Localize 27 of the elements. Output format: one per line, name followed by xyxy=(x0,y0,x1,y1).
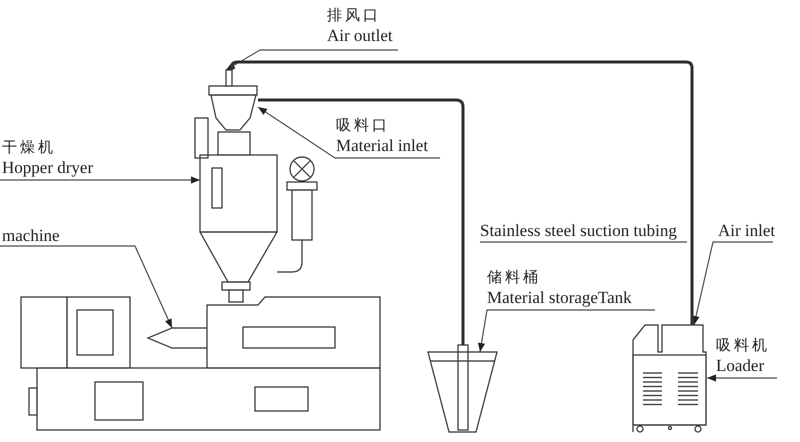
callout-label: Air outlet xyxy=(327,26,394,46)
callout-label: Hopper dryer xyxy=(2,158,94,178)
hopper-loader-drawing xyxy=(207,70,258,132)
callout-label: Stainless steel suction tubing xyxy=(480,221,678,241)
callout-label: 储料桶 xyxy=(487,268,542,288)
loader-drawing xyxy=(632,325,707,433)
callout-label: 吸料机 xyxy=(716,336,771,356)
callout-label: machine xyxy=(2,226,61,246)
storage-tank-drawing xyxy=(428,345,497,432)
callout-label: Material inlet xyxy=(336,136,430,156)
leader-arrow xyxy=(258,106,440,158)
leader-arrow xyxy=(226,50,398,70)
callout-label: 吸料口 xyxy=(336,116,391,136)
pipe xyxy=(258,98,464,345)
callout-label: Air inlet xyxy=(718,221,776,241)
leader-arrow xyxy=(0,246,172,328)
leader-arrow xyxy=(0,176,200,184)
drying-bin-drawing xyxy=(200,155,277,232)
callout-label: 排风口 xyxy=(327,6,382,26)
pipe xyxy=(230,60,694,325)
leader-arrow xyxy=(478,310,656,352)
leader-arrow xyxy=(692,242,774,326)
leader-arrow xyxy=(706,374,778,382)
callout-label: Material storageTank xyxy=(487,288,633,308)
nozzle-drawing xyxy=(148,328,207,348)
callout-label: 干燥机 xyxy=(2,138,57,158)
callout-label: Loader xyxy=(716,356,766,376)
